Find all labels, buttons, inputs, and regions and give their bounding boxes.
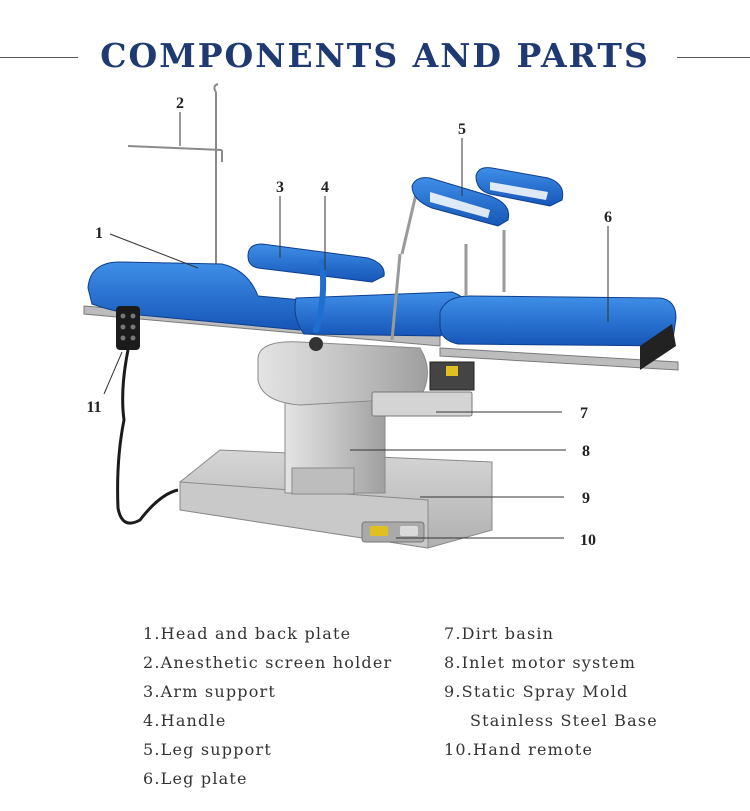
dirt-basin: [371, 361, 475, 417]
motor-housing: [257, 341, 428, 406]
callout-7: 7: [580, 405, 588, 422]
handle: [313, 259, 327, 333]
callout-5: 5: [458, 121, 466, 138]
callout-2: 2: [176, 95, 184, 112]
callouts: 1 2 3 4 5 6 7 8 9 10 11: [86, 95, 612, 549]
legend-item: 4.Handle: [143, 711, 227, 730]
callout-10: 10: [580, 532, 596, 549]
lift-column: [284, 397, 386, 495]
leg-supports: [390, 167, 564, 341]
legend-item: 1.Head and back plate: [143, 624, 352, 643]
hand-remote: [116, 306, 179, 525]
legend-item: 6.Leg plate: [143, 769, 248, 788]
leg-plate-end: [640, 324, 676, 370]
foot-pedals: [361, 521, 425, 543]
legend-left: 1.Head and back plate 2.Anesthetic scree…: [143, 619, 392, 793]
title-rule-right: [677, 57, 750, 58]
legend-right: 7.Dirt basin 8.Inlet motor system 9.Stat…: [444, 619, 658, 764]
handle-knob: [309, 337, 323, 351]
leg-plate: [439, 295, 677, 347]
legend-item: 5.Leg support: [143, 740, 272, 759]
callout-9: 9: [582, 490, 590, 507]
callout-3: 3: [276, 179, 284, 196]
legend-item: 10.Hand remote: [444, 740, 594, 759]
legend-item-continued: Stainless Steel Base: [470, 711, 658, 730]
callout-8: 8: [582, 443, 590, 460]
page-title: COMPONENTS AND PARTS: [100, 36, 650, 75]
anesthetic-screen-holder: [127, 83, 223, 276]
legend-item: 9.Static Spray Mold: [444, 682, 629, 701]
leader-11: [103, 351, 123, 395]
title-rule-left: [0, 57, 78, 58]
callout-1: 1: [95, 225, 103, 242]
leader-1: [109, 233, 199, 269]
callout-11: 11: [86, 399, 101, 416]
callout-4: 4: [321, 179, 329, 196]
legend-item: 2.Anesthetic screen holder: [143, 653, 393, 672]
legend-item: 8.Inlet motor system: [444, 653, 637, 672]
legend-item: 7.Dirt basin: [444, 624, 555, 643]
table-diagram: 1 2 3 4 5 6 7 8 9 10 11: [83, 83, 679, 549]
arm-support: [247, 243, 385, 283]
callout-6: 6: [604, 209, 612, 226]
legend-item: 3.Arm support: [143, 682, 277, 701]
leader-lines: [103, 112, 609, 539]
